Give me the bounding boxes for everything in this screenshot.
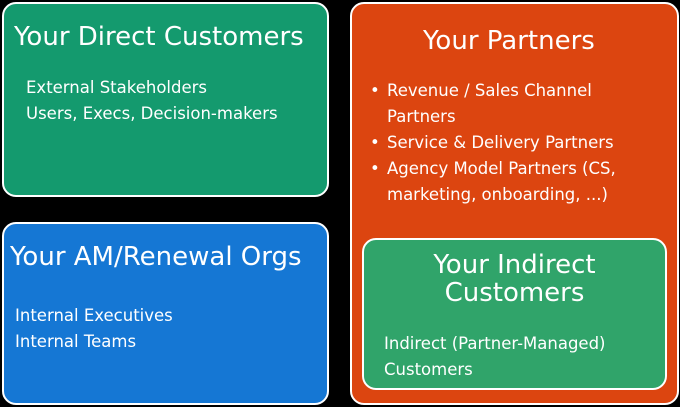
partners-bullet-list: Revenue / Sales Channel Partners Service… [370, 78, 660, 208]
direct-customers-line-2: Users, Execs, Decision-makers [26, 104, 278, 123]
indirect-customers-title-line-2: Customers [444, 278, 585, 308]
am-renewal-orgs-title: Your AM/Renewal Orgs [10, 242, 302, 272]
indirect-customers-line-2: Customers [384, 360, 473, 379]
indirect-customers-line-1: Indirect (Partner-Managed) [384, 334, 606, 353]
am-renewal-orgs-box: Your AM/Renewal Orgs Internal Executives… [2, 222, 329, 405]
partners-title: Your Partners [423, 26, 595, 56]
partners-bullet-item: Revenue / Sales Channel Partners [370, 78, 660, 130]
direct-customers-box: Your Direct Customers External Stakehold… [2, 2, 329, 197]
am-renewal-orgs-line-1: Internal Executives [15, 306, 173, 325]
partners-bullet-item: Service & Delivery Partners [370, 130, 660, 156]
am-renewal-orgs-line-2: Internal Teams [15, 332, 137, 351]
direct-customers-line-1: External Stakeholders [26, 78, 208, 97]
partners-bullet-item: Agency Model Partners (CS, marketing, on… [370, 156, 660, 208]
indirect-customers-title-line-1: Your Indirect [433, 250, 596, 280]
direct-customers-title: Your Direct Customers [14, 22, 304, 52]
indirect-customers-box: Your Indirect Customers Indirect (Partne… [362, 238, 667, 390]
